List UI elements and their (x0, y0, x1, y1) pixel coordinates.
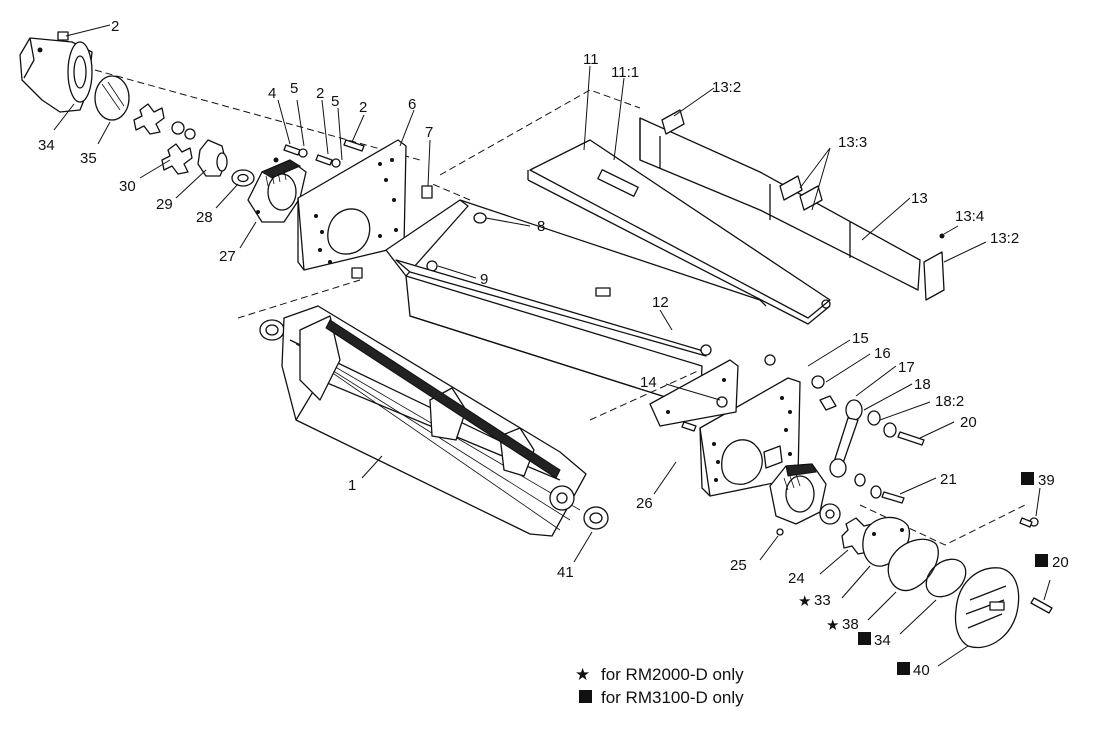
callout-1: 1 (348, 477, 356, 494)
bearing-housing-27 (247, 157, 307, 223)
square-marker-20 (1035, 554, 1048, 567)
callout-13-2: 13:2 (712, 79, 741, 96)
callout-35: 35 (80, 150, 97, 167)
callout-7: 7 (425, 124, 433, 141)
gasket-38 (887, 538, 939, 592)
callout-2: 2 (111, 18, 119, 35)
square-marker-40 (897, 662, 910, 675)
bedknife-bar-11 (527, 139, 831, 325)
assembly-dashed-lines (94, 69, 1026, 546)
o-ring-34 (925, 558, 967, 598)
callout-21: 21 (940, 471, 957, 488)
callout-30: 30 (119, 178, 136, 195)
callout-8: 8 (537, 218, 545, 235)
legend: ★ for RM2000-D only for RM3100-D only (575, 665, 744, 707)
star-symbol: ★ (826, 617, 839, 634)
callout-11-1: 11:1 (611, 64, 639, 81)
callout-29: 29 (156, 196, 173, 213)
bearing-housing-right (769, 463, 841, 536)
callout-9: 9 (480, 271, 488, 288)
legend-star-text: for RM2000-D only (601, 665, 744, 684)
callout-16: 16 (874, 345, 891, 362)
callout-40: 40 (913, 662, 930, 679)
callout-15: 15 (852, 330, 869, 347)
callout-17: 17 (898, 359, 915, 376)
callout-5: 5 (290, 80, 298, 97)
callout-24: 24 (788, 570, 805, 587)
hydraulic-motor (19, 31, 93, 113)
callout-5: 5 (331, 93, 339, 110)
callout-2: 2 (316, 85, 324, 102)
legend-square-text: for RM3100-D only (601, 688, 744, 707)
star-symbol: ★ (798, 593, 811, 610)
callout-4: 4 (268, 85, 276, 102)
square-marker-39 (1021, 472, 1034, 485)
callout-34: 34 (874, 632, 891, 649)
end-cover-40 (954, 517, 1053, 649)
callout-39: 39 (1038, 472, 1055, 489)
callout-13-3: 13:3 (838, 134, 867, 151)
callout-20: 20 (960, 414, 977, 431)
bolts-2-4-5 (283, 139, 365, 168)
shield-13 (639, 109, 945, 301)
leader-lines (53, 24, 1051, 667)
callout-6: 6 (408, 96, 416, 113)
callout-labels: 2 34 35 30 29 28 27 4 5 2 5 2 6 7 8 9 11… (38, 18, 1069, 679)
callout-12: 12 (652, 294, 669, 311)
coupler-30 (133, 103, 196, 175)
callout-2: 2 (359, 99, 367, 116)
adjuster-linkage (811, 375, 925, 504)
callout-11: 11 (583, 51, 599, 68)
legend-star-symbol: ★ (575, 665, 590, 684)
callout-28: 28 (196, 209, 213, 226)
left-side-plate-6 (297, 139, 407, 279)
callout-38: 38 (842, 616, 859, 633)
callout-34: 34 (38, 137, 55, 154)
gasket-35 (94, 75, 130, 121)
callout-20: 20 (1052, 554, 1069, 571)
callout-18: 18 (914, 376, 931, 393)
right-end-bracket (649, 344, 776, 432)
callout-18-2: 18:2 (935, 393, 964, 410)
bearing-28 (231, 169, 255, 187)
callout-14: 14 (640, 374, 657, 391)
callout-13-4: 13:4 (955, 208, 984, 225)
legend-square-symbol (579, 690, 592, 703)
right-side-plate (699, 377, 801, 497)
hub-29 (197, 139, 228, 177)
callout-33: 33 (814, 592, 831, 609)
cross-bar-12 (385, 199, 767, 409)
callout-13-2: 13:2 (990, 230, 1019, 247)
square-marker-34 (858, 632, 871, 645)
callout-27: 27 (219, 248, 236, 265)
reel-1 (259, 305, 609, 537)
callout-26: 26 (636, 495, 653, 512)
callout-25: 25 (730, 557, 747, 574)
callout-41: 41 (557, 564, 574, 581)
callout-13: 13 (911, 190, 928, 207)
